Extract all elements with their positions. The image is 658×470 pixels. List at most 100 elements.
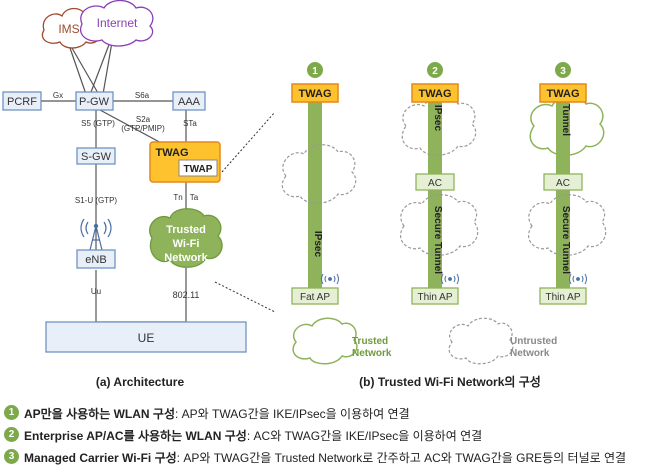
antenna-tower-icon: [80, 218, 112, 251]
col3-trusted-cloud: [529, 96, 605, 156]
col2-ap-label: Thin AP: [417, 292, 452, 303]
uu-label: Uu: [91, 287, 101, 296]
col2-upper-tunnel-label: IPsec: [432, 105, 443, 132]
pgw-node: [75, 91, 114, 111]
ue-label: UE: [138, 331, 155, 345]
ta-label: Ta: [190, 193, 199, 202]
enb-label: eNB: [85, 254, 106, 266]
twap-label: TWAP: [184, 164, 213, 175]
col3-ap-label: Thin AP: [545, 292, 580, 303]
col2-twag-label: TWAG: [419, 88, 452, 100]
sta-label: STa: [183, 119, 197, 128]
col3-ac-label: AC: [556, 178, 570, 189]
pgw-label: P-GW: [79, 96, 110, 108]
legend-trusted-line1: Trusted: [352, 336, 388, 347]
legend-number-3: 3: [4, 449, 19, 464]
col1-tunnel-label: IPsec: [312, 231, 323, 258]
legend-text-2: Enterprise AP/AC를 사용하는 WLAN 구성: AC와 TWAG…: [24, 427, 482, 444]
legend-row-2: 2 Enterprise AP/AC를 사용하는 WLAN 구성: AC와 TW…: [4, 424, 654, 446]
col3-lower-bar: [556, 190, 570, 288]
col1-tunnel-bar: [308, 102, 322, 288]
col1-twag-label: TWAG: [299, 88, 332, 100]
col2-upper-cloud: [401, 96, 477, 156]
col3-lower-tunnel-label: Secure Tunnel: [560, 206, 571, 274]
col1-number-badge: [307, 62, 323, 78]
col2-number-badge: [427, 62, 443, 78]
aaa-label: AAA: [178, 96, 201, 108]
legend-untrusted-cloud: [448, 317, 514, 365]
col2-wifi-icon: [441, 273, 459, 285]
legend-text-3: Managed Carrier Wi-Fi 구성: AP와 TWAG간을 Tru…: [24, 449, 626, 466]
col1-number: 1: [312, 66, 318, 77]
enb-node: [76, 249, 116, 269]
sgw-node: [76, 147, 116, 165]
col1-ap-label: Fat AP: [300, 292, 330, 303]
legend-bold-1: AP만을 사용하는 WLAN 구성: [24, 407, 175, 421]
s5-label: S5 (GTP): [81, 119, 115, 128]
col1-ap: [291, 287, 339, 305]
legend-rest-1: : AP와 TWAG간을 IKE/IPsec을 이용하여 연결: [174, 407, 410, 421]
connection-lines: [41, 41, 187, 322]
zoom-line-top: [221, 111, 276, 173]
col2-ac-label: AC: [428, 178, 442, 189]
col3-lower-cloud: [528, 194, 607, 256]
legend-number-1: 1: [4, 405, 19, 420]
ue-node: [45, 321, 247, 353]
col2-ap: [411, 287, 459, 305]
trusted-net-line3: Network: [164, 252, 208, 264]
col2-twag: [411, 83, 459, 103]
legend-rest-2: : AC와 TWAG간을 IKE/IPsec을 이용하여 연결: [246, 429, 483, 443]
trusted-net-line1: Trusted: [166, 224, 206, 236]
legend-bold-3: Managed Carrier Wi-Fi 구성: [24, 451, 177, 465]
internet-cloud: [79, 0, 154, 47]
ims-label: IMS: [58, 22, 79, 36]
s1u-label: S1-U (GTP): [75, 196, 118, 205]
col3-ac: [543, 173, 583, 191]
col3-twag: [539, 83, 587, 103]
legend-rest-3: : AP와 TWAG간을 Trusted Network로 간주하고 AC와 T…: [176, 451, 627, 465]
col2-number: 2: [432, 66, 438, 77]
caption-a: (a) Architecture: [96, 375, 185, 389]
col2-lower-tunnel-label: Secure Tunnel: [432, 206, 443, 274]
sgw-label: S-GW: [81, 151, 112, 163]
wifi-label: 802.11: [173, 290, 200, 300]
col3-wifi-icon: [569, 273, 587, 285]
col3-upper-tunnel-label: Tunnel: [560, 104, 571, 136]
bottom-legend: 1 AP만을 사용하는 WLAN 구성: AP와 TWAG간을 IKE/IPse…: [4, 402, 654, 468]
caption-b: (b) Trusted Wi-Fi Network의 구성: [359, 374, 541, 389]
pcrf-node: [2, 91, 42, 111]
twag-label: TWAG: [156, 147, 189, 159]
col3-twag-label: TWAG: [547, 88, 580, 100]
aaa-node: [172, 91, 206, 111]
legend-untrusted-line1: Untrusted: [510, 336, 557, 347]
s2a-proto-label: (GTP/PMIP): [121, 124, 165, 133]
s2a-label: S2a: [136, 115, 151, 124]
legend-number-2: 2: [4, 427, 19, 442]
legend-row-1: 1 AP만을 사용하는 WLAN 구성: AP와 TWAG간을 IKE/IPse…: [4, 402, 654, 424]
legend-untrusted-line2: Network: [510, 348, 550, 359]
trusted-net-line2: Wi-Fi: [173, 238, 200, 250]
col3-ap: [539, 287, 587, 305]
legend-trusted-line2: Network: [352, 348, 392, 359]
col3-number-badge: [555, 62, 571, 78]
col3-number: 3: [560, 66, 566, 77]
col1-twag: [291, 83, 339, 103]
col3-upper-bar: [556, 102, 570, 174]
pcrf-label: PCRF: [7, 96, 37, 108]
legend-bold-2: Enterprise AP/AC를 사용하는 WLAN 구성: [24, 429, 247, 443]
legend-row-3: 3 Managed Carrier Wi-Fi 구성: AP와 TWAG간을 T…: [4, 446, 654, 468]
legend-trusted-cloud: [292, 317, 358, 365]
col2-lower-bar: [428, 190, 442, 288]
col2-ac: [415, 173, 455, 191]
zoom-line-bottom: [214, 281, 276, 313]
col2-upper-bar: [428, 102, 442, 174]
col1-wifi-icon: [321, 273, 339, 285]
twap-node: [178, 159, 218, 177]
col2-lower-cloud: [400, 194, 479, 256]
s6a-label: S6a: [135, 91, 150, 100]
legend-text-1: AP만을 사용하는 WLAN 구성: AP와 TWAG간을 IKE/IPsec을…: [24, 405, 410, 422]
col1-untrusted-cloud: [281, 144, 357, 204]
internet-label: Internet: [97, 16, 138, 30]
trusted-wifi-cloud: [149, 208, 223, 268]
gx-label: Gx: [53, 91, 63, 100]
